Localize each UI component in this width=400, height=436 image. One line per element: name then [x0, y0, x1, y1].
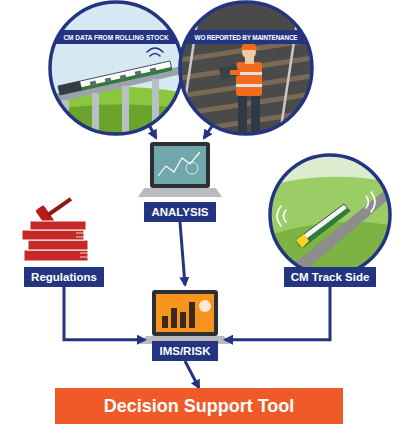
- node-label: IMS/RISK: [152, 341, 217, 361]
- node-label: Regulations: [24, 267, 104, 287]
- decision-box: Decision Support Tool: [55, 388, 343, 424]
- flow-arrow: [185, 361, 199, 388]
- flow-arrow: [180, 222, 185, 285]
- scene-circle: WO REPORTED BY MAINTENANCE: [180, 2, 312, 134]
- regulations-node: Regulations: [18, 205, 110, 287]
- flow-arrow: [64, 287, 145, 340]
- track-side-node: CM Track Side: [270, 155, 390, 287]
- node-label: CM Track Side: [284, 267, 377, 287]
- flow-arrow: [225, 287, 330, 340]
- analysis-node: ANALYSIS: [140, 138, 220, 222]
- flow-arrow: [204, 125, 213, 138]
- flow-arrow: [149, 125, 156, 138]
- analysis-laptop: [138, 142, 222, 197]
- banner-label: CM DATA FROM ROLLING STOCK: [60, 32, 171, 44]
- ims-laptop: [140, 290, 230, 344]
- gavel-and-books: [22, 197, 88, 261]
- worker-scene: [180, 2, 312, 134]
- node-label: ANALYSIS: [144, 202, 215, 222]
- ims-node: IMS/RISK: [145, 285, 225, 361]
- track-side-scene: [270, 155, 390, 275]
- scene-circle: CM DATA FROM ROLLING STOCK: [50, 2, 182, 134]
- banner-label: WO REPORTED BY MAINTENANCE: [192, 32, 301, 44]
- rolling-stock-scene: [50, 2, 182, 134]
- box-label: Decision Support Tool: [104, 395, 295, 417]
